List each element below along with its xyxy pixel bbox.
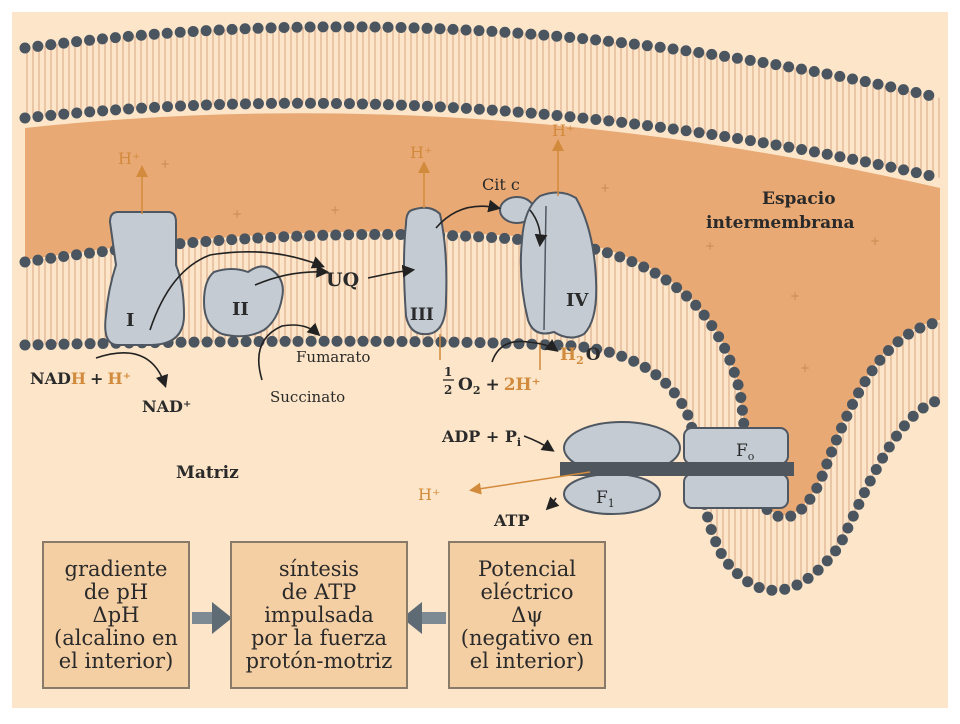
svg-text:+: + bbox=[600, 181, 610, 195]
box-arrow-left bbox=[402, 602, 446, 634]
complex-iii bbox=[403, 206, 448, 336]
svg-text:+: + bbox=[160, 157, 170, 171]
svg-text:+: + bbox=[790, 289, 800, 303]
intermembrane-label-2: intermembrana bbox=[706, 213, 854, 233]
charge-marks: + + + + + + + + bbox=[160, 157, 880, 375]
matrix-label: Matriz bbox=[176, 463, 239, 483]
nad-label: NAD⁺ bbox=[142, 397, 191, 416]
svg-text:+: + bbox=[232, 207, 242, 221]
ph-gradient-box: gradiente de pH ΔpH (alcalino en el inte… bbox=[42, 541, 190, 689]
intermembrane-space bbox=[25, 113, 940, 516]
h-plus-1: H⁺ bbox=[118, 149, 140, 168]
atp-label: ATP bbox=[493, 511, 529, 530]
electric-potential-box: Potencial eléctrico Δψ (negativo en el i… bbox=[448, 541, 606, 689]
svg-text:+: + bbox=[800, 361, 810, 375]
svg-text:O2+2H⁺: O2+2H⁺ bbox=[458, 375, 541, 397]
svg-text:+: + bbox=[870, 234, 880, 248]
svg-text:2: 2 bbox=[444, 383, 452, 397]
complex-ii-label: II bbox=[232, 299, 249, 320]
atp-synthase-channel bbox=[560, 462, 794, 476]
oxygen-label: 1 2 O2+2H⁺ bbox=[443, 365, 541, 397]
cit-c-label: Cit c bbox=[482, 175, 520, 194]
complex-iii-label: III bbox=[410, 305, 434, 325]
fo-label: Fo bbox=[736, 441, 755, 463]
complex-i-label: I bbox=[126, 310, 134, 331]
complex-iv-label: IV bbox=[566, 290, 589, 311]
adp-label: ADP + Pi bbox=[441, 427, 521, 449]
nadh-label: NADH+H⁺ bbox=[30, 369, 131, 388]
h-plus-synthase: H⁺ bbox=[418, 485, 440, 504]
atp-synthesis-box: síntesis de ATP impulsada por la fuerza … bbox=[230, 541, 408, 689]
h-plus-3: H⁺ bbox=[552, 121, 574, 140]
uq-label: UQ bbox=[326, 269, 359, 291]
complex-ii bbox=[202, 265, 284, 338]
box-arrow-right bbox=[192, 602, 232, 634]
svg-text:+: + bbox=[330, 203, 340, 217]
svg-text:1: 1 bbox=[444, 365, 452, 379]
fumarato-label: Fumarato bbox=[296, 348, 370, 366]
intermembrane-label-1: Espacio bbox=[762, 189, 836, 209]
proton-arrows bbox=[136, 139, 591, 495]
succinato-label: Succinato bbox=[270, 388, 345, 406]
f1-label: F1 bbox=[596, 488, 615, 510]
complex-i bbox=[104, 211, 186, 346]
electron-arrows bbox=[95, 199, 560, 511]
fo-lower bbox=[683, 473, 789, 509]
outer-membrane bbox=[19, 21, 946, 184]
h-plus-2: H⁺ bbox=[410, 143, 432, 162]
svg-text:+: + bbox=[705, 239, 715, 253]
